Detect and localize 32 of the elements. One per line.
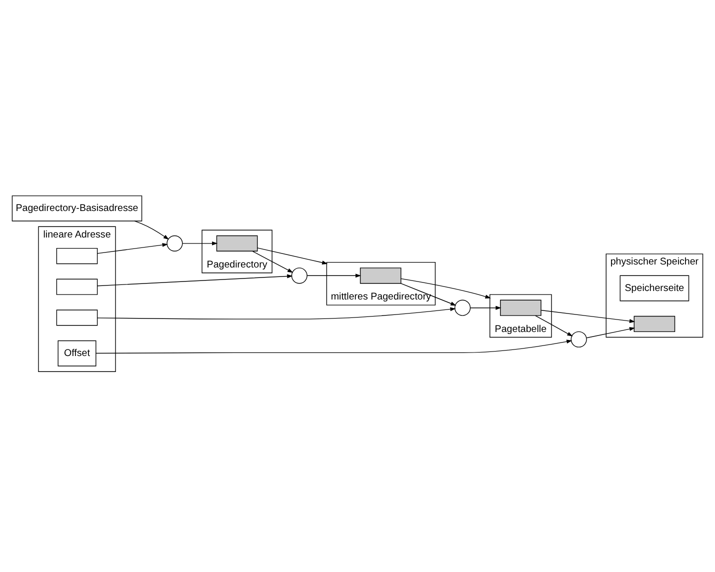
node-box [360, 267, 402, 284]
arrow [252, 250, 294, 272]
arrow [540, 309, 636, 322]
arrow [470, 305, 502, 310]
arrow [96, 339, 572, 354]
cluster: Pagetabelle [490, 294, 552, 338]
node-circle [570, 330, 587, 347]
node-box [500, 299, 542, 316]
arrow [182, 240, 218, 245]
node-box [56, 247, 98, 264]
node-box: Speicherseite [620, 274, 690, 301]
node-box [56, 309, 98, 326]
arrow [586, 326, 636, 338]
node-circle [291, 267, 308, 284]
node-circle [166, 234, 183, 251]
arrow [134, 220, 169, 240]
node-box [216, 234, 258, 251]
cluster: Pagedirectory [202, 229, 272, 273]
arrow [97, 306, 456, 319]
node-box [56, 278, 98, 294]
arrow [97, 242, 168, 254]
arrow [257, 247, 328, 264]
node-box: Offset [58, 340, 96, 366]
arrow [97, 274, 293, 286]
node-circle [454, 299, 471, 316]
arrow [306, 273, 362, 278]
arrow [535, 314, 573, 336]
node-box: Pagedirectory-Basisadresse [12, 194, 142, 221]
arrow [400, 282, 456, 306]
cluster: mittleres Pagedirectory [326, 261, 436, 305]
arrow [400, 278, 491, 298]
node-box [634, 315, 676, 332]
